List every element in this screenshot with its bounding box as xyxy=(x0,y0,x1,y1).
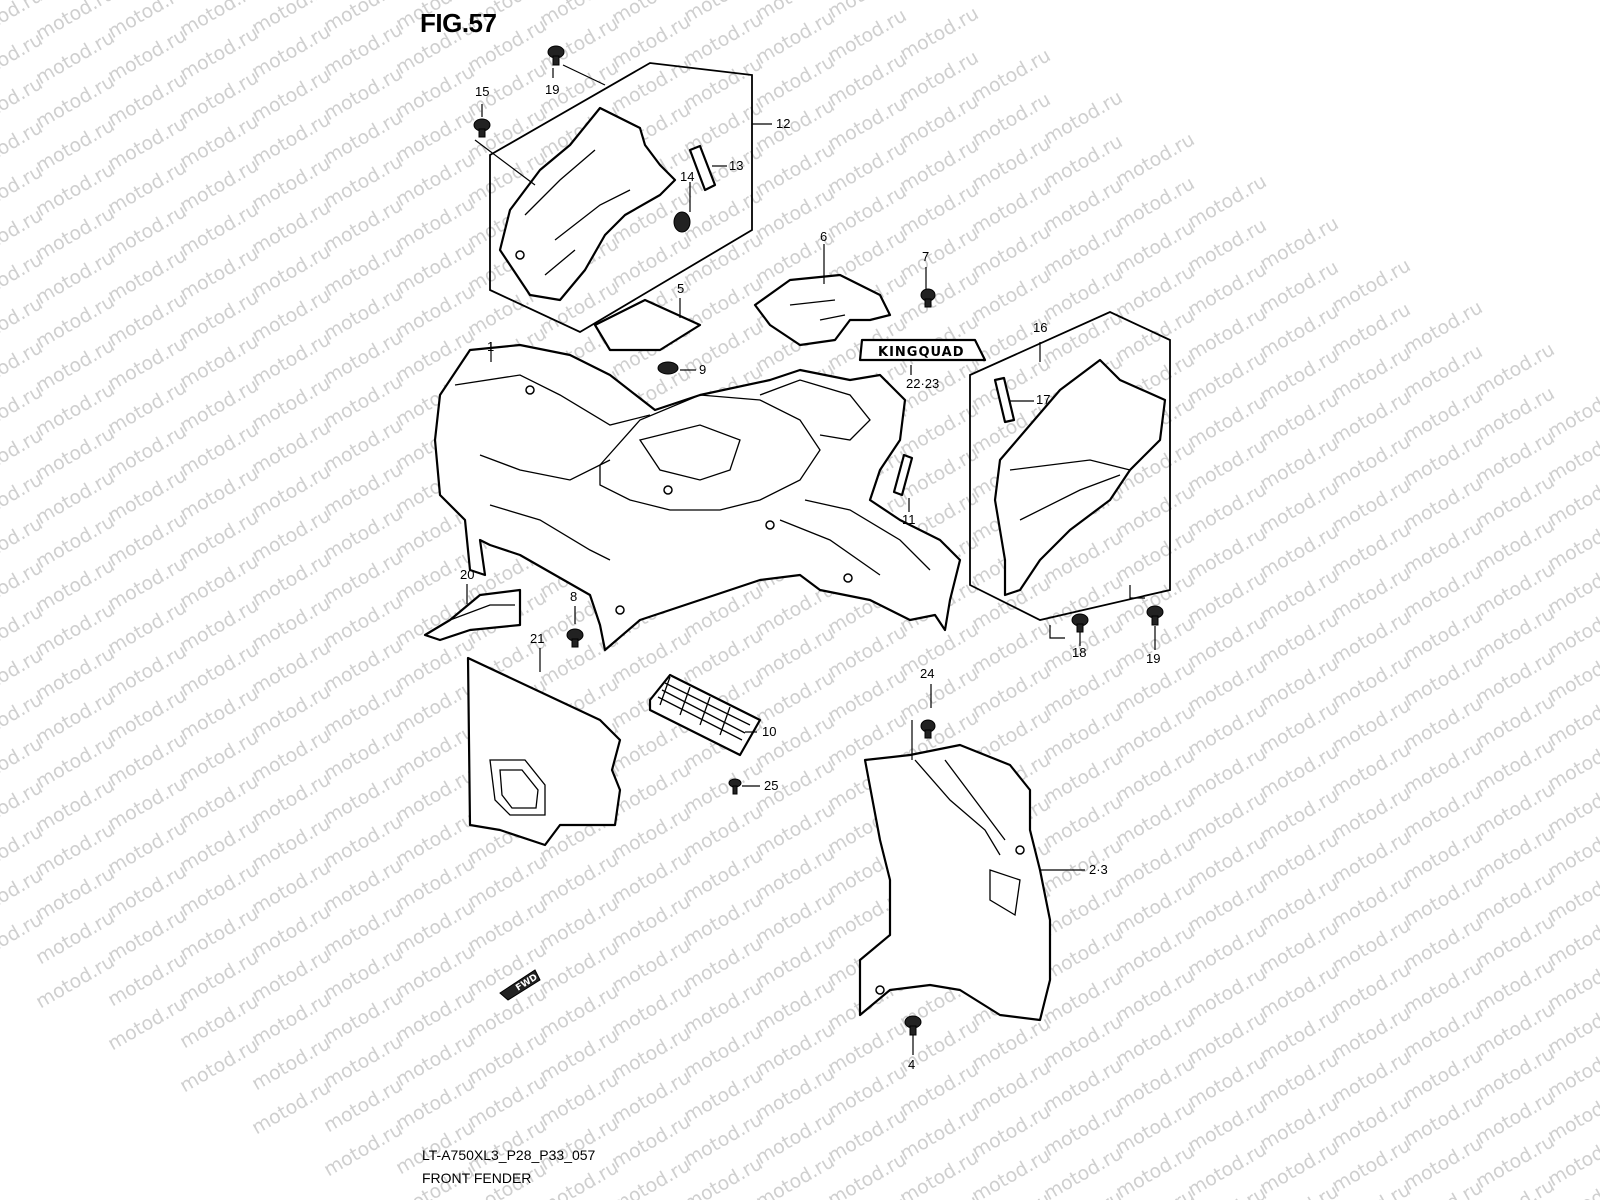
callout-6: 6 xyxy=(820,229,828,244)
part-2-3-inner-fender xyxy=(858,743,1052,1022)
part-14-grommet xyxy=(673,211,691,233)
part-4-screw xyxy=(904,1015,922,1036)
figure-title: FIG.57 xyxy=(420,8,497,38)
callout-15: 15 xyxy=(475,84,490,99)
part-16-box xyxy=(969,311,1171,621)
callout-20: 20 xyxy=(460,567,475,582)
part-6-cover xyxy=(753,273,892,347)
section-title-label: FRONT FENDER xyxy=(422,1170,532,1186)
callout-9: 9 xyxy=(699,362,707,377)
part-19-top-screw xyxy=(547,45,565,66)
callout-21: 21 xyxy=(530,631,545,646)
callout-24: 24 xyxy=(920,666,935,681)
callout-18: 18 xyxy=(1072,645,1087,660)
part-5-panel xyxy=(593,298,702,352)
part-13-strip xyxy=(688,144,717,192)
callout-5: 5 xyxy=(677,281,685,296)
callout-19-right: 19 xyxy=(1146,651,1161,666)
part-15-clip xyxy=(473,118,491,138)
callout-16: 16 xyxy=(1033,320,1048,335)
part-20-bracket xyxy=(423,588,522,642)
callout-12: 12 xyxy=(776,116,791,131)
leader-lines xyxy=(466,64,1156,1055)
callout-22-23: 22·23 xyxy=(906,376,940,391)
callout-17: 17 xyxy=(1036,392,1051,407)
fwd-arrow: FWD xyxy=(499,969,541,1001)
callout-13: 13 xyxy=(729,158,744,173)
part-8-screw xyxy=(566,628,584,648)
callout-2-3: 2·3 xyxy=(1089,862,1108,877)
callout-11: 11 xyxy=(902,512,916,527)
part-7-screw xyxy=(920,288,936,308)
part-24-screw xyxy=(920,719,936,739)
callout-14: 14 xyxy=(680,169,695,184)
callout-10: 10 xyxy=(762,724,777,739)
part-22-23-emblem: KINGQUAD xyxy=(858,338,987,362)
part-1-front-fender xyxy=(433,343,962,652)
part-18-clip xyxy=(1071,613,1089,633)
callout-7: 7 xyxy=(922,249,930,264)
callout-25: 25 xyxy=(764,778,779,793)
part-11-strip xyxy=(892,453,914,497)
callout-19-top: 19 xyxy=(545,82,560,97)
part-19-right-screw xyxy=(1146,605,1164,626)
emblem-label: KINGQUAD xyxy=(878,345,965,360)
callout-1: 1 xyxy=(487,339,495,354)
part-25-screw xyxy=(728,778,742,795)
part-21-splash-panel xyxy=(466,656,622,847)
callout-8: 8 xyxy=(570,589,578,604)
part-10-grille xyxy=(648,673,762,757)
part-9-grommet xyxy=(657,361,679,375)
callout-4: 4 xyxy=(908,1057,916,1072)
part-17-strip xyxy=(993,376,1016,424)
part-12-box xyxy=(489,62,753,334)
model-code-label: LT-A750XL3_P28_P33_057 xyxy=(422,1147,596,1163)
